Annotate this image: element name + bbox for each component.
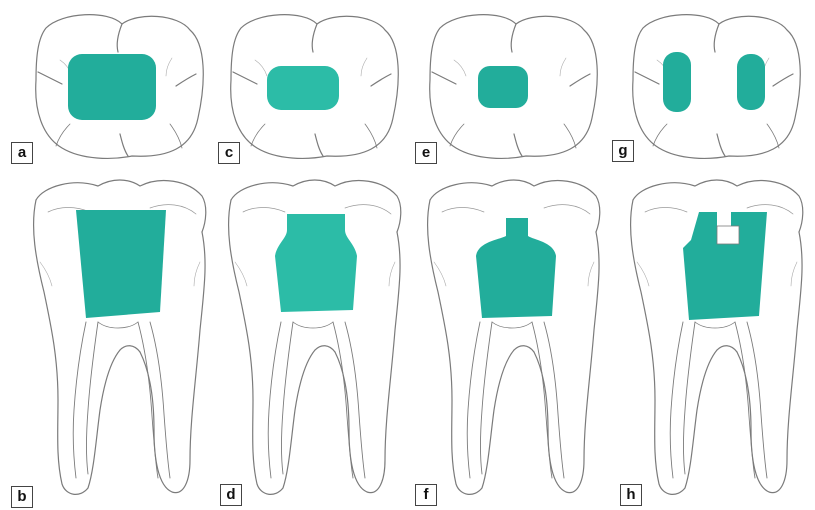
- panel-label-a: a: [11, 142, 33, 164]
- panel-label-f: f: [415, 484, 437, 506]
- cavity-large-occlusal: [68, 54, 156, 120]
- panel-c-occlusal: [231, 15, 399, 159]
- panel-d-section: [229, 180, 401, 494]
- cavity-medium-section: [275, 214, 357, 312]
- cavity-large-section: [76, 210, 166, 318]
- panel-h-section: [631, 180, 803, 494]
- cavity-opening-mesial-occlusal: [663, 52, 691, 112]
- panel-label-b: b: [11, 486, 33, 508]
- cavity-opening-distal-occlusal: [737, 54, 765, 110]
- panel-label-g: g: [612, 140, 634, 162]
- panel-label-h: h: [620, 484, 642, 506]
- panel-f-section: [428, 180, 600, 494]
- cavity-medium-occlusal: [267, 66, 339, 110]
- cavity-small-section: [476, 218, 556, 318]
- panel-g-occlusal: [633, 15, 801, 159]
- panel-label-d: d: [220, 484, 242, 506]
- panel-b-section: [34, 180, 206, 494]
- dentin-bridge: [717, 226, 739, 244]
- panel-e-occlusal: [430, 15, 598, 159]
- panel-label-c: c: [218, 142, 240, 164]
- panel-a-occlusal: [36, 15, 204, 159]
- panel-label-e: e: [415, 142, 437, 164]
- cavity-small-occlusal: [478, 66, 528, 108]
